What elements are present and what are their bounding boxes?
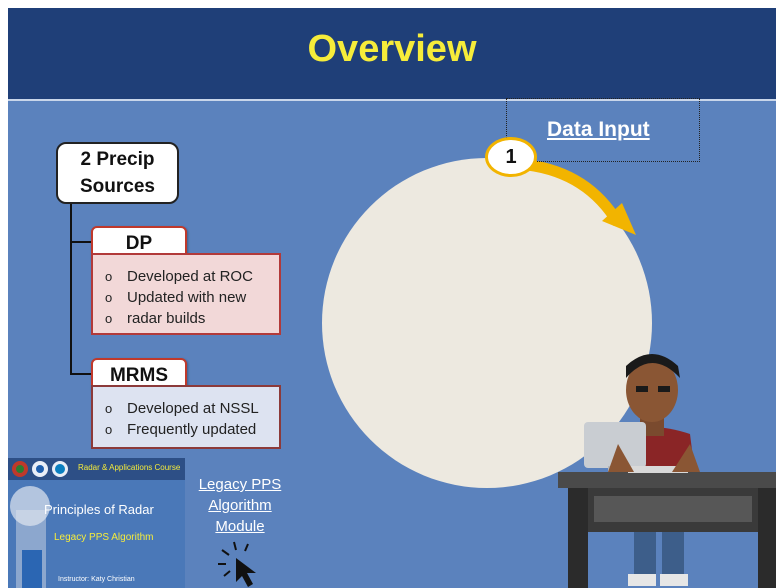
person-at-computer-illustration	[558, 354, 776, 588]
legacy-pps-module-link[interactable]: Legacy PPS Algorithm Module	[193, 474, 287, 537]
legacy-link-line-2[interactable]: Algorithm	[208, 497, 272, 514]
thumbnail-title: Principles of Radar	[44, 502, 154, 517]
data-input-selection-frame[interactable]	[506, 98, 700, 162]
legacy-link-line-1[interactable]: Legacy PPS	[198, 476, 282, 493]
dp-bullet-1: Developed at ROC	[101, 266, 271, 287]
thumbnail-banner: Radar & Applications Course	[8, 458, 185, 480]
dp-bullet-3: radar builds	[101, 308, 271, 329]
precip-sources-line-2: Sources	[80, 176, 155, 197]
dp-bullet-2: Updated with new	[101, 287, 271, 308]
radar-tower-image	[10, 486, 50, 588]
legacy-link-line-3[interactable]: Module	[215, 518, 265, 535]
slide-header: Overview	[8, 8, 776, 101]
curved-arrow-icon	[527, 159, 636, 235]
precip-sources-line-1: 2 Precip	[80, 149, 155, 170]
step-number-badge[interactable]: 1	[485, 137, 537, 177]
dp-panel: Developed at ROC Updated with new radar …	[91, 253, 281, 335]
slide-title: Overview	[307, 28, 477, 70]
mrms-bullet-2: Frequently updated	[101, 419, 271, 440]
data-input-link[interactable]: Data Input	[547, 118, 650, 141]
mrms-panel: Developed at NSSL Frequently updated	[91, 385, 281, 449]
thumbnail-instructor: Instructor: Katy Christian	[58, 576, 135, 583]
precip-sources-box: 2 Precip Sources	[56, 142, 179, 204]
mrms-bullet-1: Developed at NSSL	[101, 398, 271, 419]
course-thumbnail[interactable]: Radar & Applications Course Principles o…	[8, 458, 185, 588]
noaa-logo-icon	[12, 461, 68, 477]
thumbnail-course-name: Radar & Applications Course	[78, 463, 181, 472]
tree-connector-dp	[70, 241, 92, 243]
cursor-click-icon	[218, 541, 256, 587]
tree-connector-vertical	[70, 204, 72, 374]
thumbnail-subtitle: Legacy PPS Algorithm	[54, 532, 154, 543]
tree-connector-mrms	[70, 373, 92, 375]
slide: Overview 2 Precip Sources DP Developed a…	[8, 8, 776, 588]
